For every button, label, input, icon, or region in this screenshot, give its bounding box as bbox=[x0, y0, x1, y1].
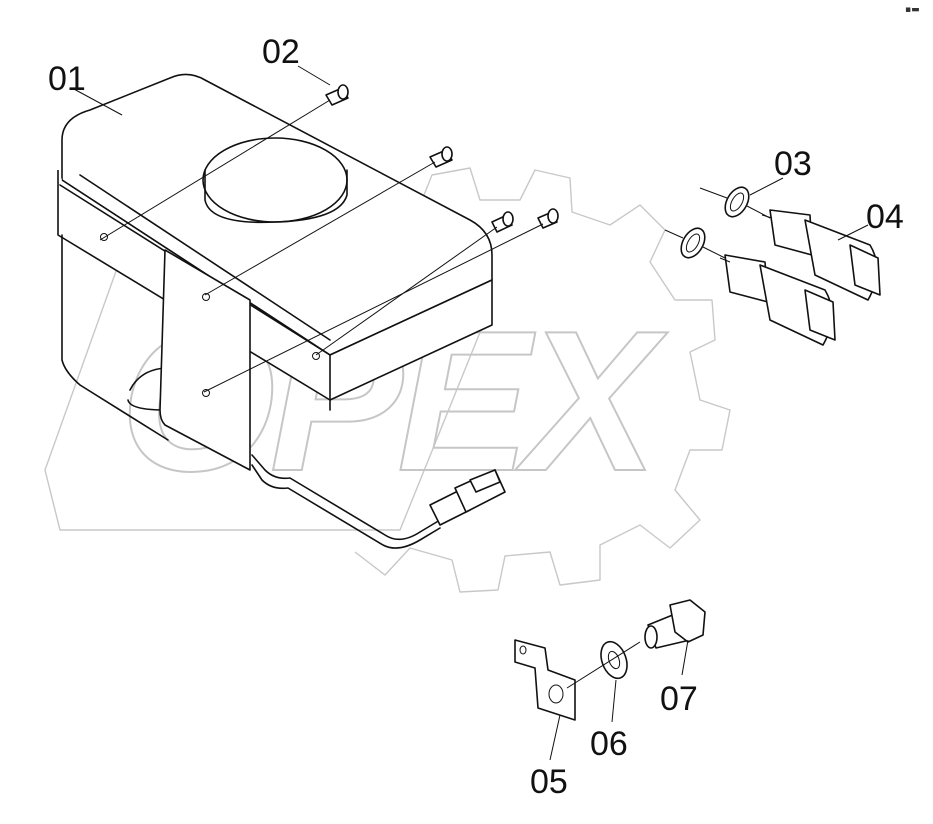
leader-lines bbox=[71, 65, 869, 761]
callout-04: 04 bbox=[866, 198, 904, 236]
bolt-07 bbox=[566, 599, 706, 689]
screws-02 bbox=[99, 84, 559, 393]
callout-06: 06 bbox=[590, 725, 628, 763]
o-rings-03 bbox=[664, 186, 771, 259]
callout-02: 02 bbox=[262, 33, 300, 71]
washer-06 bbox=[600, 640, 628, 680]
corner-mark: ▪▬ bbox=[905, 5, 920, 15]
bracket-05 bbox=[514, 639, 576, 721]
callout-03: 03 bbox=[774, 145, 812, 183]
tank-01 bbox=[57, 73, 506, 549]
callout-01: 01 bbox=[48, 60, 86, 98]
callout-07: 07 bbox=[660, 680, 698, 718]
level-switches-04 bbox=[719, 209, 881, 346]
callout-05: 05 bbox=[530, 763, 568, 801]
